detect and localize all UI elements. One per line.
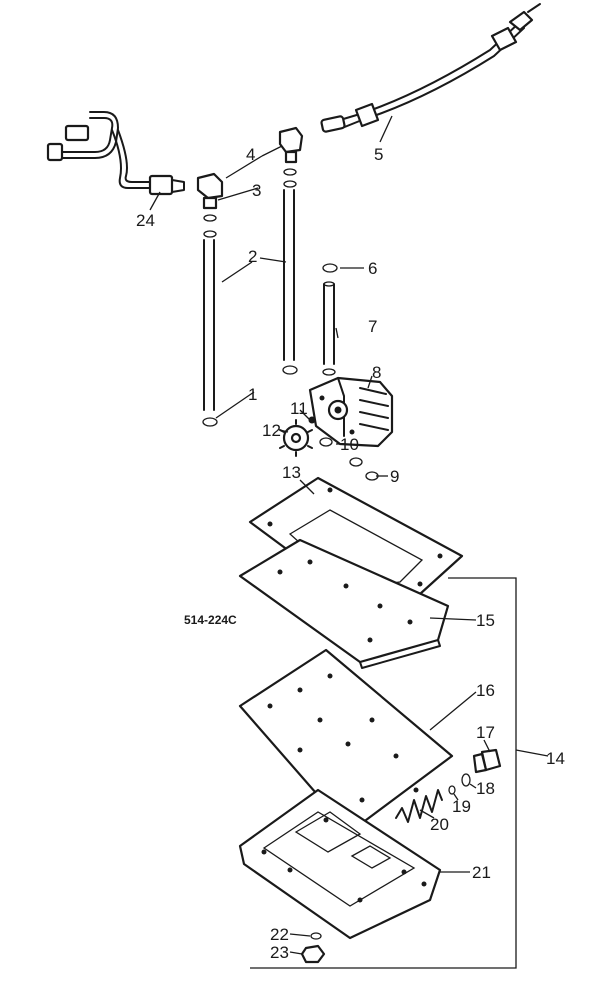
callout-24: 24 [136, 211, 155, 230]
callout-8: 8 [372, 363, 381, 382]
callout-leaders [149, 115, 491, 955]
callout-18: 18 [476, 779, 495, 798]
part-18-washer [461, 773, 471, 787]
callout-7: 7 [368, 317, 377, 336]
callout-16: 16 [476, 681, 495, 700]
callout-10: 10 [340, 435, 359, 454]
callout-17: 17 [476, 723, 495, 742]
callout-12: 12 [262, 421, 281, 440]
part-19-ring [448, 785, 456, 795]
part-7-tube [322, 281, 336, 376]
callout-5: 5 [374, 145, 383, 164]
part-15-plate [238, 538, 450, 669]
part-9-o-rings [349, 457, 379, 481]
callout-21: 21 [472, 863, 491, 882]
callout-13: 13 [282, 463, 301, 482]
part-23-nut [300, 944, 326, 964]
part-17-plug [472, 748, 502, 774]
part-8-pump-body [308, 376, 394, 448]
callout-1: 1 [248, 385, 257, 404]
callout-3: 3 [252, 181, 261, 200]
part-6-o-ring [322, 263, 338, 273]
figure-reference: 514-224C [184, 613, 237, 627]
callout-19: 19 [452, 797, 471, 816]
callout-6: 6 [368, 259, 377, 278]
callout-4: 4 [246, 145, 255, 164]
part-5-pipe [320, 3, 541, 133]
part-10-o-ring [319, 437, 333, 447]
callout-14: 14 [546, 749, 565, 768]
part-4-elbow-left [196, 172, 224, 210]
part-4-elbow-right [278, 126, 304, 164]
part-11-pin [308, 416, 316, 424]
callout-23: 23 [270, 943, 289, 962]
part-3-o-rings [203, 168, 297, 238]
callout-11: 11 [290, 399, 308, 418]
part-2-rods [203, 189, 295, 411]
callout-22: 22 [270, 925, 289, 944]
part-24-pipe-assembly [46, 111, 185, 196]
part-21-valve-body [238, 788, 442, 940]
part-20-spring [395, 789, 443, 823]
part-22-washer [310, 932, 322, 940]
part-16-separator-plate [238, 648, 454, 834]
callout-2: 2 [248, 247, 257, 266]
callout-9: 9 [390, 467, 399, 486]
part-14-group-bracket [250, 577, 549, 969]
part-1-o-rings [202, 365, 298, 427]
callout-20: 20 [430, 815, 449, 834]
callout-15: 15 [476, 611, 495, 630]
part-12-gear [279, 419, 313, 457]
